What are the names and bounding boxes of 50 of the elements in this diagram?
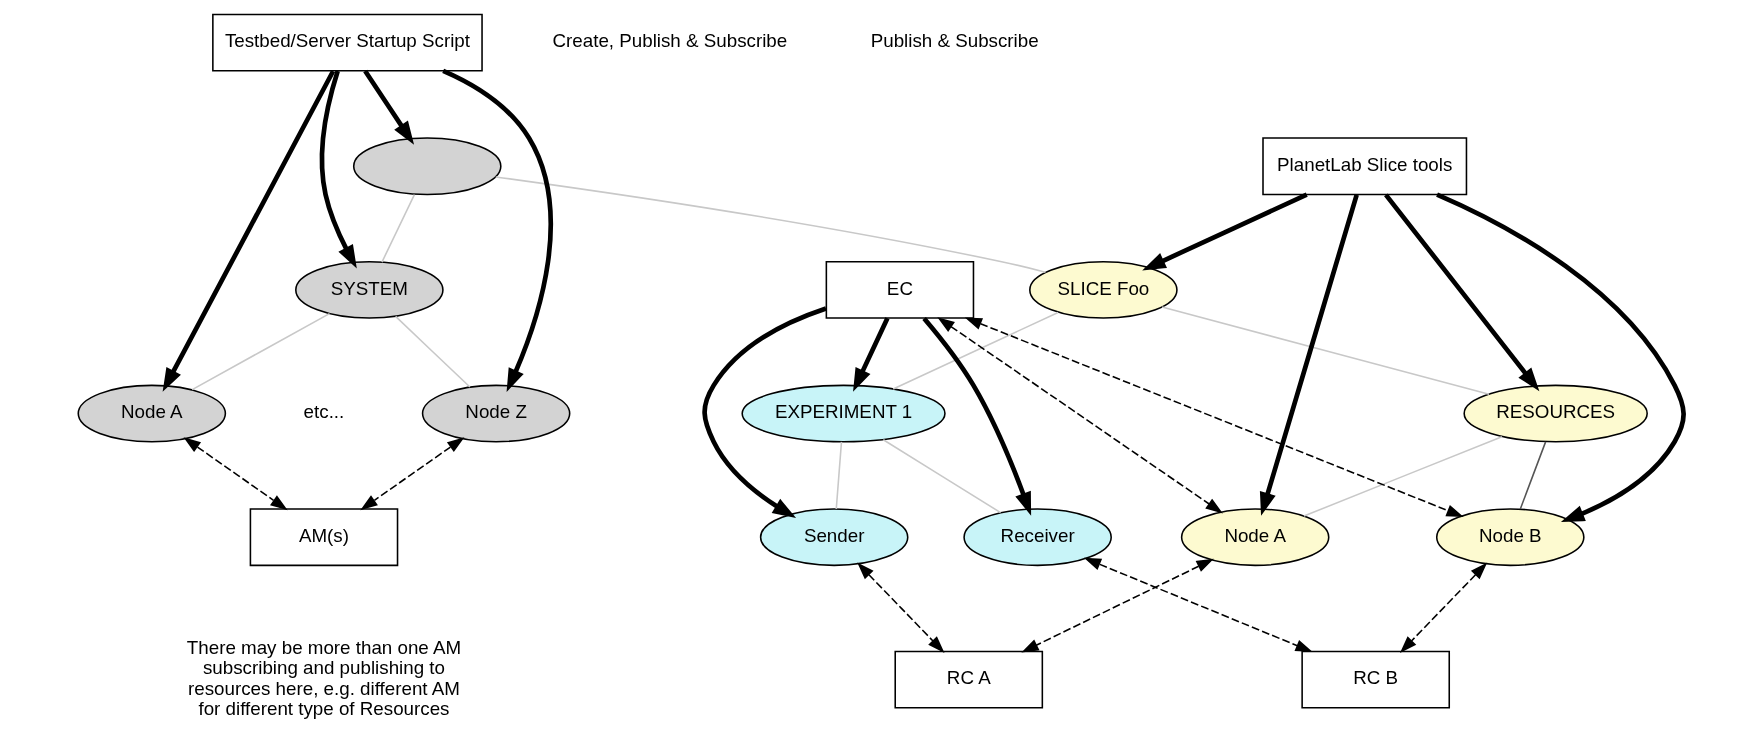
node-box: Testbed/Server Startup Script <box>212 13 483 72</box>
arrow <box>363 69 415 145</box>
arrow <box>937 317 1223 514</box>
node-ellipse: EXPERIMENT 1 <box>741 384 946 443</box>
connector <box>381 193 416 263</box>
arrow <box>857 562 945 653</box>
node-ellipse: Node Z <box>421 384 571 443</box>
node-ellipse: Node A <box>77 384 227 443</box>
arrow <box>922 316 1032 516</box>
node-ellipse: RESOURCES <box>1463 384 1648 443</box>
connector <box>494 176 1047 273</box>
arrow <box>853 317 890 392</box>
node-box: AM(s) <box>249 508 399 567</box>
arrow <box>1436 192 1686 523</box>
connector <box>835 441 843 510</box>
arrow <box>1259 194 1359 516</box>
connector <box>191 312 331 391</box>
arrow <box>1083 557 1313 653</box>
node-ellipse: Node A <box>1180 508 1330 567</box>
node-box: RC A <box>894 650 1044 709</box>
node-ellipse: Receiver <box>963 508 1112 567</box>
node-ellipse: SYSTEM <box>295 260 444 319</box>
arrow <box>162 70 336 392</box>
label: etc... <box>303 401 345 423</box>
node-box: EC <box>825 260 975 319</box>
node-ellipse: Sender <box>759 508 909 567</box>
node-box: RC B <box>1301 650 1451 709</box>
node-ellipse: Node B <box>1435 508 1585 567</box>
legend-label: Publish & Subscribe <box>870 30 1039 52</box>
node-box: PlanetLab Slice tools <box>1262 137 1468 196</box>
label: There may be more than one AM subscribing and publishing to resources here, e.g. different AM for different type of Resources <box>186 636 462 719</box>
legend-label: Create, Publish & Subscribe <box>552 30 788 52</box>
node-ellipse: SLICE Foo <box>1029 260 1178 319</box>
connector <box>394 315 471 388</box>
connector <box>1161 306 1490 395</box>
arrow <box>183 437 288 511</box>
arrow <box>360 437 465 511</box>
connector <box>882 439 1002 514</box>
arrow <box>1399 562 1488 653</box>
arrow <box>964 317 1464 517</box>
connector <box>892 311 1059 390</box>
connector <box>1519 441 1547 510</box>
arrow <box>442 68 553 392</box>
arrow <box>702 306 827 519</box>
node-ellipse <box>352 137 502 196</box>
arrow <box>1021 558 1214 653</box>
connector <box>1303 435 1503 517</box>
arrow <box>319 70 357 269</box>
arrow <box>1384 193 1540 392</box>
arrow <box>1142 192 1308 271</box>
